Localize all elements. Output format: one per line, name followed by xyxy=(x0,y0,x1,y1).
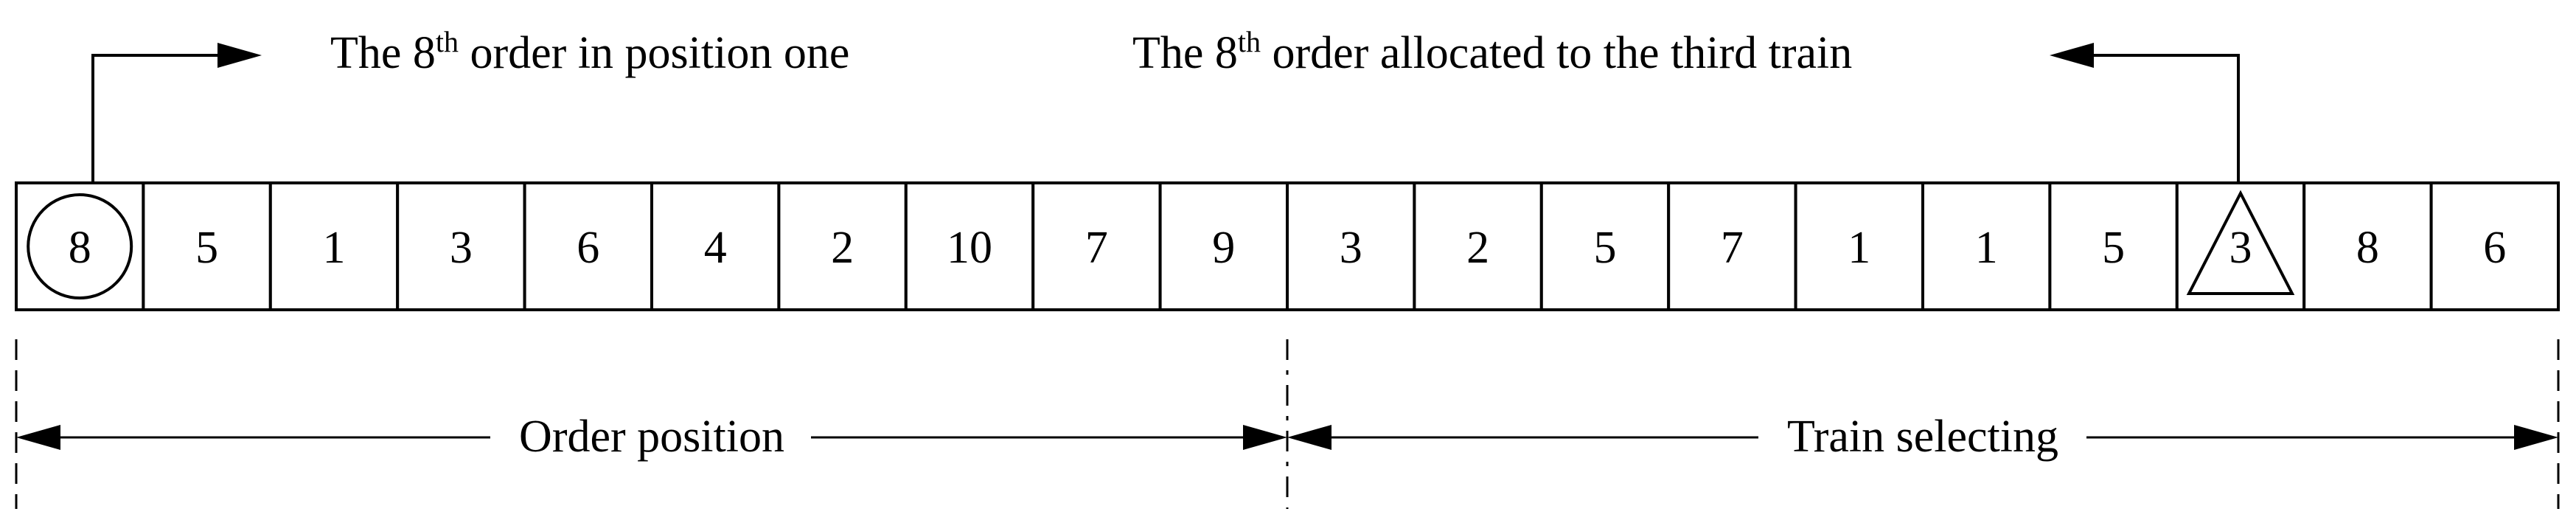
order-position-label: Order position xyxy=(519,412,784,462)
annotation-arrows xyxy=(91,43,2240,183)
gene-value: 1 xyxy=(323,223,346,273)
order-position-span: Order position xyxy=(16,412,1287,462)
third-train-arrow-line xyxy=(2094,54,2240,183)
gene-value: 2 xyxy=(1466,223,1489,273)
order-position-gene-cell: 4 xyxy=(650,181,781,311)
gene-cell-box xyxy=(1794,181,1925,311)
gene-value: 8 xyxy=(69,223,91,273)
train-selecting-span: Train selecting xyxy=(1287,412,2558,462)
gene-cell-box xyxy=(1031,181,1162,311)
position-one-arrow-line xyxy=(91,54,221,183)
highlight-circle-icon xyxy=(27,193,133,299)
train-selecting-gene-cell: 5 xyxy=(1539,181,1671,311)
order-position-gene-cell: 3 xyxy=(396,181,526,311)
gene-value: 2 xyxy=(831,223,854,273)
gene-value: 3 xyxy=(2229,223,2252,273)
train-selecting-gene-cell: 3 xyxy=(1286,181,1416,311)
gene-cell-box xyxy=(2302,181,2433,311)
gene-cell-box xyxy=(523,181,653,311)
train-selecting-gene-cell: 6 xyxy=(2429,181,2561,311)
train-selecting-right-arrowhead xyxy=(2514,425,2558,450)
gene-cell-box xyxy=(2429,181,2561,311)
highlight-triangle-icon xyxy=(2186,190,2295,295)
gene-value: 5 xyxy=(1594,223,1617,273)
gene-cell-box xyxy=(1667,181,1797,311)
chromosome-row: 8 5 1 3 6 4 2 10 7 9 3 2 5 7 1 1 5 3 8 6 xyxy=(15,181,2561,311)
gene-value: 4 xyxy=(704,223,727,273)
gene-value: 3 xyxy=(450,223,473,273)
order-position-gene-cell: 1 xyxy=(268,181,400,311)
order-position-gene-cell: 6 xyxy=(523,181,653,311)
train-selecting-gene-cell: 8 xyxy=(2302,181,2433,311)
gene-cell-box xyxy=(1539,181,1671,311)
gene-cell-box xyxy=(904,181,1035,311)
train-selecting-gene-cell: 5 xyxy=(2048,181,2179,311)
order-position-gene-cell: 9 xyxy=(1158,181,1289,311)
gene-cell-box xyxy=(2175,181,2306,311)
gene-cell-box xyxy=(15,181,145,311)
train-selecting-left-arrowhead xyxy=(1287,425,1331,450)
train-selecting-gene-cell: 1 xyxy=(1794,181,1925,311)
third-train-arrow-head xyxy=(2050,43,2094,68)
gene-value: 1 xyxy=(1848,223,1870,273)
gene-cell-box xyxy=(1921,181,2052,311)
train-selecting-gene-cell: 1 xyxy=(1921,181,2052,311)
gene-value: 6 xyxy=(2483,223,2506,273)
order-position-gene-cell: 8 xyxy=(15,181,145,311)
segment-dividers xyxy=(15,339,2560,509)
order-position-gene-cell: 2 xyxy=(777,181,908,311)
gene-value: 1 xyxy=(1975,223,1998,273)
train-selecting-label: Train selecting xyxy=(1787,412,2058,462)
order-position-right-arrowhead xyxy=(1243,425,1287,450)
train-selecting-gene-cell: 7 xyxy=(1667,181,1797,311)
gene-value: 5 xyxy=(195,223,218,273)
third-train-annotation: The 8th order allocated to the third tra… xyxy=(1132,25,1852,78)
gene-cell-box xyxy=(142,181,272,311)
gene-value: 3 xyxy=(1340,223,1362,273)
train-selecting-gene-cell: 3 xyxy=(2175,181,2306,311)
gene-cell-box xyxy=(2048,181,2179,311)
gene-value: 9 xyxy=(1212,223,1235,273)
gene-cell-box xyxy=(1413,181,1543,311)
order-position-gene-cell: 10 xyxy=(904,181,1035,311)
gene-value: 7 xyxy=(1721,223,1744,273)
train-selecting-gene-cell: 2 xyxy=(1413,181,1543,311)
gene-value: 7 xyxy=(1085,223,1108,273)
gene-value: 8 xyxy=(2356,223,2379,273)
order-position-gene-cell: 7 xyxy=(1031,181,1162,311)
gene-value: 5 xyxy=(2102,223,2125,273)
position-one-annotation: The 8th order in position one xyxy=(330,25,849,78)
gene-cell-box xyxy=(1158,181,1289,311)
order-position-gene-cell: 5 xyxy=(142,181,272,311)
gene-value: 6 xyxy=(577,223,599,273)
gene-value: 10 xyxy=(947,223,992,273)
position-one-arrow-head xyxy=(217,43,262,68)
order-position-left-arrowhead xyxy=(16,425,60,450)
